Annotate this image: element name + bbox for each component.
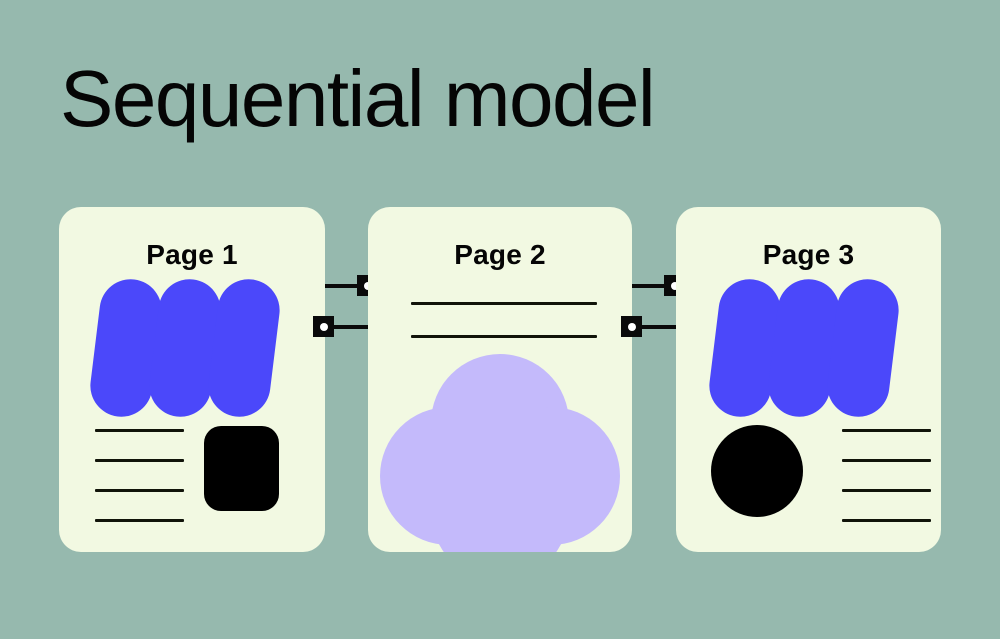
connector-node-icon[interactable] [313,316,334,337]
text-rule-line [842,489,931,492]
connector-line-top [632,284,665,288]
card-title-page-3: Page 3 [762,239,855,270]
text-rule-line [411,302,597,305]
clover-lobe [380,407,518,545]
connector-node-icon[interactable] [621,316,642,337]
blue-capsule-glyph [705,275,904,421]
clover-lobe [431,443,569,552]
black-rounded-square-shape [204,426,279,511]
black-circle-shape [711,425,803,517]
text-rule-line [95,459,184,462]
card-title-page-2: Page 2 [454,239,546,270]
text-rule-line [95,489,184,492]
text-rule-line [842,519,931,522]
blue-capsule-glyph [86,275,285,421]
card-title-page-1: Page 1 [146,239,238,270]
text-rule-group [95,429,184,549]
text-rule-group [842,429,931,549]
text-rule-line [842,459,931,462]
page-card-1[interactable]: Page 1 [59,207,325,552]
clover-lobe [482,407,620,545]
page-card-2[interactable]: Page 2 [368,207,632,552]
text-rule-line [842,429,931,432]
clover-lobe [431,354,569,492]
connector-line-top [325,284,358,288]
connector-line-bottom [333,325,369,329]
page-card-3[interactable]: Page 3 [676,207,941,552]
text-rule-line [411,335,597,338]
page-title: Sequential model [60,54,656,143]
connector-line-bottom [641,325,677,329]
clover-core [431,407,569,545]
text-rule-group [411,302,597,368]
text-rule-line [95,429,184,432]
text-rule-line [95,519,184,522]
